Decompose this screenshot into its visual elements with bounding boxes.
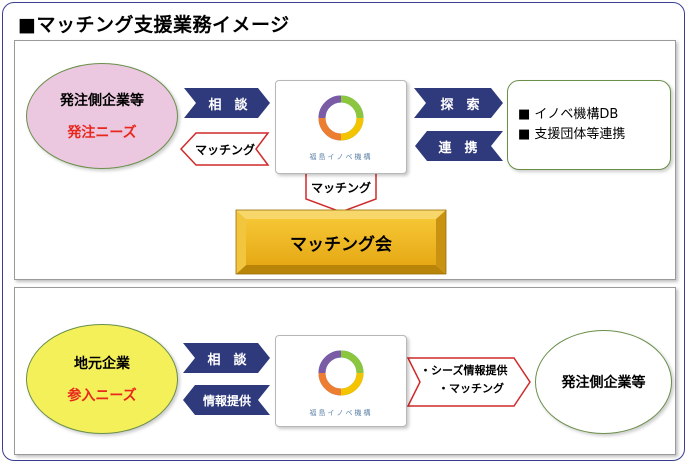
bottom-innov-ring-logo-icon [318,350,364,396]
matching-back-arrow-shape [179,132,270,166]
local-company-ellipse: 地元企業 参入ニーズ [26,324,178,434]
bottom-client-name: 発注側企業等 [561,375,646,391]
search-label: 探 索 [440,97,480,113]
bottom-consult-label: 相 談 [207,352,247,368]
consult-arrow-shape [184,88,270,118]
link-arrow-shape [415,131,503,161]
search-arrow-shape [414,88,503,118]
logo-caption: 福島イノベ機構 [309,153,373,161]
matching-event-label: マッチング会 [290,234,392,255]
info-arrow-shape [183,385,270,415]
bottom-consult-arrow-shape [183,343,270,373]
client-needs: 発注ニーズ [67,125,137,141]
info-provision-label: 情報提供 [202,393,251,408]
matching-down-label: マッチング [310,180,371,195]
matching-event-box [235,209,447,275]
offer-labels: ・シーズ情報提供 ・マッチング [420,362,520,398]
innov-ring-logo-icon [318,95,364,141]
offer-arrow-shape [406,357,531,407]
consult-label: 相 談 [208,97,248,113]
resource-line-db: ■ イノベ機構DB [518,107,619,122]
bottom-client-ellipse: 発注側企業等 [535,330,672,434]
bottom-logo-caption: 福島イノベ機構 [309,409,373,417]
matching-event: マッチング会 [236,210,446,274]
local-needs: 参入ニーズ [67,388,137,404]
matching-back-label: マッチング [194,142,255,157]
offer-line-seeds: ・シーズ情報提供 [420,364,508,377]
local-company-name: 地元企業 [74,356,130,372]
bottom-innov-logo-box: 福島イノベ機構 [275,335,407,427]
client-company-name: 発注側企業等 [60,93,144,109]
client-company-ellipse: 発注側企業等 発注ニーズ [26,63,178,169]
innov-logo-box: 福島イノベ機構 [275,80,407,174]
link-label: 連 携 [438,140,478,156]
page-title: ■マッチング支援業務イメージ [18,14,290,36]
offer-line-matching: ・マッチング [438,382,504,395]
resource-box: ■ イノベ機構DB ■ 支援団体等連携 [507,80,671,170]
resource-line-partners: ■ 支援団体等連携 [518,127,626,142]
